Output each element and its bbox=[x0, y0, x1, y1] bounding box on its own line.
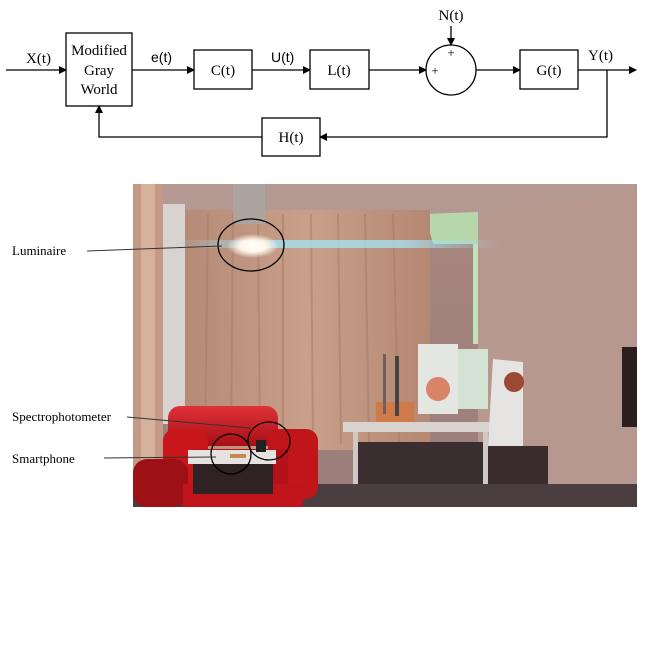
control-signal-label: U(t) bbox=[271, 49, 294, 65]
controller-label: C(t) bbox=[211, 63, 235, 79]
feedback-label: H(t) bbox=[279, 130, 304, 146]
mgw-label-line2: Gray bbox=[84, 63, 114, 79]
output-signal-label: Y(t) bbox=[588, 48, 613, 64]
lab-room-photo bbox=[133, 184, 637, 507]
spectrophotometer-annotation-label: Spectrophotometer bbox=[12, 409, 112, 424]
noise-signal-label: N(t) bbox=[439, 8, 464, 24]
ceiling-glow bbox=[425, 212, 478, 244]
spectrophotometer-leader-line bbox=[126, 416, 251, 429]
feedback-path-left bbox=[95, 105, 262, 138]
sum-sign-left: + bbox=[431, 63, 438, 78]
smartphone-device bbox=[230, 454, 246, 458]
equipment-table bbox=[343, 422, 493, 432]
plant-label: G(t) bbox=[537, 63, 562, 79]
input-signal-label: X(t) bbox=[26, 51, 51, 67]
spectrophotometer-device bbox=[256, 440, 266, 452]
luminaire-block bbox=[309, 49, 370, 90]
smartphone-leader-line bbox=[103, 456, 217, 459]
control-block-diagram: X(t) Modified Gray World e(t) C(t) U(t) … bbox=[6, 8, 637, 157]
spectrophotometer-annotation-circle bbox=[247, 421, 291, 461]
luminaire-leader-line bbox=[86, 245, 223, 252]
luminaire-light bbox=[227, 234, 279, 258]
wall-screen bbox=[622, 347, 637, 427]
feedback-path-right bbox=[319, 70, 608, 141]
mgw-label-line3: World bbox=[80, 82, 118, 98]
smartphone-annotation-circle bbox=[210, 433, 252, 475]
sum-sign-top: + bbox=[447, 45, 454, 60]
plant-block bbox=[519, 49, 579, 90]
error-signal-label: e(t) bbox=[151, 49, 172, 65]
luminaire-annotation-label: Luminaire bbox=[12, 243, 66, 258]
luminaire-annotation-circle bbox=[217, 218, 285, 272]
mgw-label-line1: Modified bbox=[71, 43, 127, 59]
smartphone-annotation-label: Smartphone bbox=[12, 451, 75, 466]
luminaire-block-label: L(t) bbox=[327, 63, 350, 79]
feedback-block bbox=[261, 117, 321, 157]
light-flare bbox=[173, 240, 503, 248]
